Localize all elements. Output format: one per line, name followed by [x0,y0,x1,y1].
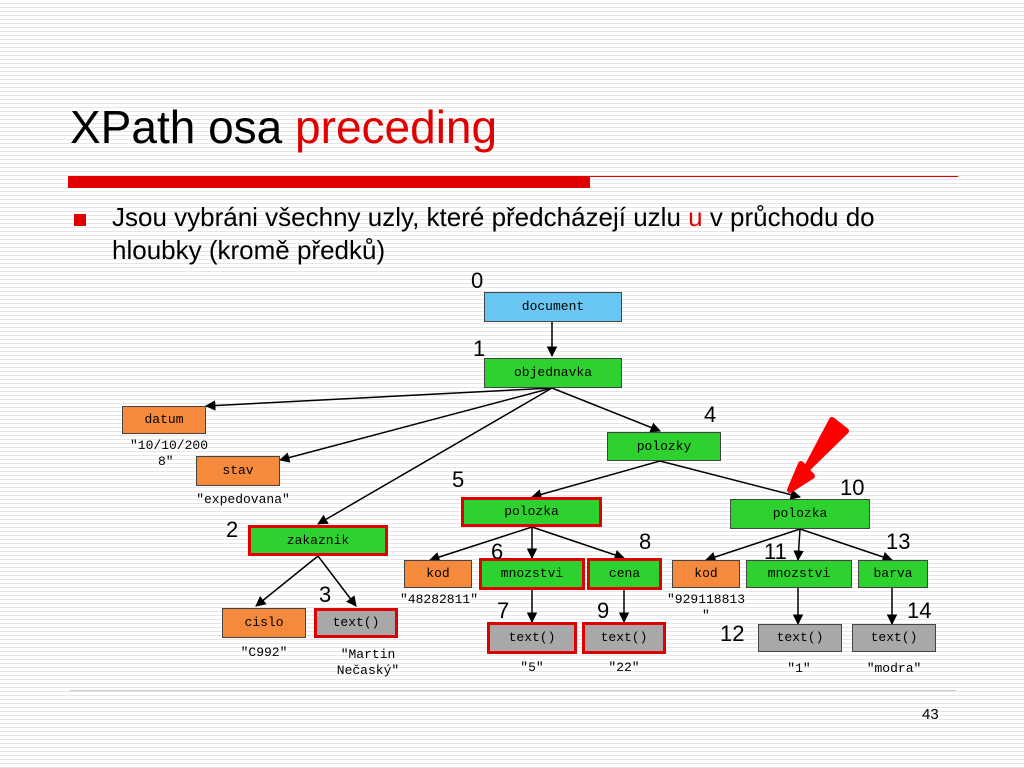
node-text-mnozstvi-2: text() [758,624,842,652]
node-mnozstvi-2-label: mnozstvi [767,566,831,581]
slide-title: XPath osa preceding [70,104,497,150]
value-kod-1: "48282811" [399,592,478,607]
node-cena-label: cena [608,566,641,581]
order-number-4: 4 [704,402,717,427]
node-cislo-label: cislo [244,615,284,630]
node-kod-2-label: kod [694,566,718,581]
order-number-7: 7 [497,598,510,623]
order-number-13: 13 [886,529,911,554]
node-mnozstvi-2: mnozstvi [746,560,852,588]
order-number-10: 10 [840,475,865,500]
node-document-label: document [521,299,585,314]
value-mnozstvi-2: "1" [787,661,811,676]
order-number-14: 14 [907,598,932,623]
bullet-text-after: v průchodu do hloubky (kromě předků) [112,202,875,265]
node-text-mnozstvi-1: text() [487,622,577,654]
title-accent: preceding [295,101,498,153]
edge-polozka1-kod [429,526,533,563]
node-polozky: polozky [607,432,721,461]
node-text-cena-label: text() [600,630,648,645]
title-underline-thin [590,176,958,177]
edge-zakaznik-cislo [255,555,319,607]
context-node-arrow [787,417,849,493]
edge-polozka2-mnozstvi [793,528,804,562]
node-text-zakaznik: text() [314,608,398,638]
node-kod-2: kod [672,560,740,588]
node-polozka-1: polozka [461,497,602,527]
order-number-9: 9 [597,598,610,623]
edge-polozka1-cena [531,526,625,560]
node-kod-1: kod [404,560,472,588]
node-stav-label: stav [222,463,254,478]
edge-polozky-polozka2 [659,460,802,500]
node-text-cena: text() [582,622,666,654]
footer-divider [70,690,956,691]
node-cislo: cislo [222,608,306,638]
bullet-marker [74,214,86,226]
edge-objednavka-datum [204,387,553,411]
edge-polozka2-barva [799,528,893,562]
value-cislo: "C992" [240,645,288,660]
node-document: document [484,292,622,322]
order-number-3: 3 [319,582,332,607]
node-text-mnozstvi-2-label: text() [776,630,824,645]
value-zakaznik-line2: Nečaský" [336,663,400,678]
bullet-text-u: u [688,202,703,232]
edge-polozky-polozka1 [530,460,661,500]
node-datum: datum [122,406,206,434]
order-number-1: 1 [473,336,486,361]
node-mnozstvi-1: mnozstvi [479,558,585,590]
value-stav: "expedovana" [196,492,290,507]
node-text-barva-label: text() [870,630,918,645]
node-barva: barva [858,560,928,588]
edge-objednavka-stav [278,387,553,463]
node-text-mnozstvi-1-label: text() [508,630,556,645]
node-kod-1-label: kod [426,566,450,581]
bullet-text-before: Jsou vybráni všechny uzly, které předchá… [112,202,689,232]
node-barva-label: barva [873,566,913,581]
node-polozka-1-label: polozka [504,504,559,519]
order-number-12: 12 [720,621,745,646]
node-objednavka-label: objednavka [513,365,592,380]
value-zakaznik: "Martin Nečaský" [318,647,418,679]
order-number-11: 11 [764,539,787,564]
value-mnozstvi-1: "5" [520,660,544,675]
value-kod-2-line1: "929118813 [666,592,745,607]
value-datum-line2: 8" [158,454,174,469]
order-number-0: 0 [471,268,484,293]
node-polozky-label: polozky [636,439,692,454]
edge-zakaznik-text [317,555,357,607]
value-cena: "22" [608,660,640,675]
order-number-6: 6 [491,539,504,564]
node-zakaznik: zakaznik [248,525,388,556]
edge-objednavka-zakaznik [317,387,553,525]
node-polozka-2-label: polozka [772,506,828,521]
node-objednavka: objednavka [484,358,622,388]
value-kod-2-line2: " [702,608,710,623]
title-plain: XPath osa [70,101,296,153]
bullet-text: Jsou vybráni všechny uzly, které předchá… [112,201,952,267]
node-polozka-2: polozka [730,499,870,529]
order-number-2: 2 [226,517,239,542]
order-number-5: 5 [452,467,465,492]
node-zakaznik-label: zakaznik [286,533,350,548]
value-barva: "modra" [866,661,922,676]
node-datum-label: datum [144,412,184,427]
edge-polozka2-kod [705,528,801,563]
order-number-8: 8 [639,529,652,554]
title-underline [68,176,590,188]
value-datum-line1: "10/10/200 [129,438,208,453]
value-zakaznik-line1: "Martin [340,647,396,662]
node-mnozstvi-1-label: mnozstvi [500,566,564,581]
value-kod-2: "929118813 " [652,592,760,624]
node-cena: cena [587,558,662,590]
value-datum: "10/10/200 8" [114,438,224,470]
edge-objednavka-polozky [551,387,661,433]
node-stav: stav [196,456,280,486]
node-text-barva: text() [852,624,936,652]
node-text-zakaznik-label: text() [332,615,380,630]
page-number: 43 [922,706,939,723]
